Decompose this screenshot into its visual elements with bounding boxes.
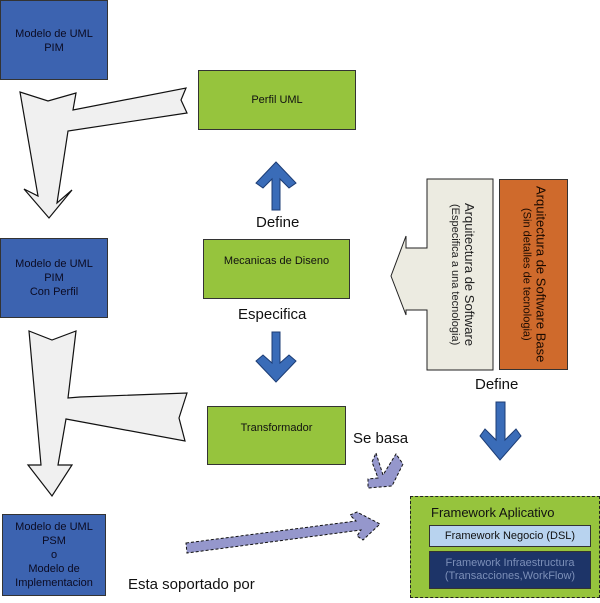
node-label: Transformador bbox=[240, 422, 313, 434]
edge-label-specifies: Especifica bbox=[238, 306, 307, 323]
node-framework-business: Framework Negocio (DSL) bbox=[429, 525, 591, 547]
node-pim-line: Modelo de UML bbox=[15, 28, 93, 40]
bent-arrow-bottom bbox=[26, 330, 188, 498]
node-pim-line: PIM bbox=[44, 42, 64, 54]
node-line: Con Perfil bbox=[29, 286, 79, 298]
node-transformer: Transformador bbox=[207, 406, 346, 465]
node-design-mechanics: Mecanicas de Diseno bbox=[203, 239, 350, 299]
node-line: Modelo de UML bbox=[15, 258, 93, 270]
arch-base-subtitle: (Sin detalles de tecnologia) bbox=[520, 208, 533, 341]
arch-arrow-left bbox=[390, 178, 494, 371]
node-line: PSM bbox=[42, 535, 66, 547]
node-line: o bbox=[50, 549, 58, 561]
bent-arrow-top bbox=[19, 87, 188, 219]
framework-app-title: Framework Aplicativo bbox=[431, 505, 555, 520]
node-framework-infra: Framework Infraestructura (Transacciones… bbox=[429, 551, 591, 589]
edge-label-define-top: Define bbox=[256, 214, 300, 231]
node-base-architecture: Arquitectura de Software Base (Sin detal… bbox=[499, 179, 568, 370]
arch-base-title: Arquitectura de Software Base bbox=[533, 186, 549, 363]
arrow-specifies-down bbox=[255, 331, 297, 383]
node-pim-with-profile: Modelo de UML PIM Con Perfil bbox=[0, 238, 108, 318]
node-psm: Modelo de UML PSM o Modelo de Implementa… bbox=[2, 514, 106, 596]
arrow-define-up bbox=[255, 161, 297, 211]
node-line: (Transacciones,WorkFlow) bbox=[444, 570, 576, 582]
node-line: PIM bbox=[44, 272, 64, 284]
arrow-based-on bbox=[367, 451, 404, 489]
arch-subtitle: (Especifica a una tecnologia) bbox=[449, 203, 461, 346]
edge-label-based-on: Se basa bbox=[353, 430, 409, 447]
edge-label-define-right: Define bbox=[475, 376, 519, 393]
arrow-supported-by bbox=[185, 511, 381, 554]
edge-label-supported-by: Esta soportado por bbox=[128, 576, 255, 593]
node-label: Framework Negocio (DSL) bbox=[444, 530, 576, 542]
node-software-architecture: Arquitectura de Software (Especifica a u… bbox=[440, 182, 484, 367]
node-label: Perfil UML bbox=[251, 94, 303, 106]
node-pim: Modelo de UML PIM bbox=[0, 0, 108, 80]
node-line: Modelo de bbox=[28, 563, 80, 575]
node-line: Modelo de UML bbox=[15, 521, 93, 533]
node-uml-profile: Perfil UML bbox=[198, 70, 356, 130]
node-framework-app: Framework Aplicativo Framework Negocio (… bbox=[410, 496, 600, 598]
node-line: Framework Infraestructura bbox=[445, 557, 575, 569]
arrow-define-down bbox=[479, 401, 522, 461]
node-label: Mecanicas de Diseno bbox=[223, 255, 330, 267]
node-line: Implementacion bbox=[15, 577, 93, 589]
arch-title: Arquitectura de Software bbox=[462, 202, 477, 347]
